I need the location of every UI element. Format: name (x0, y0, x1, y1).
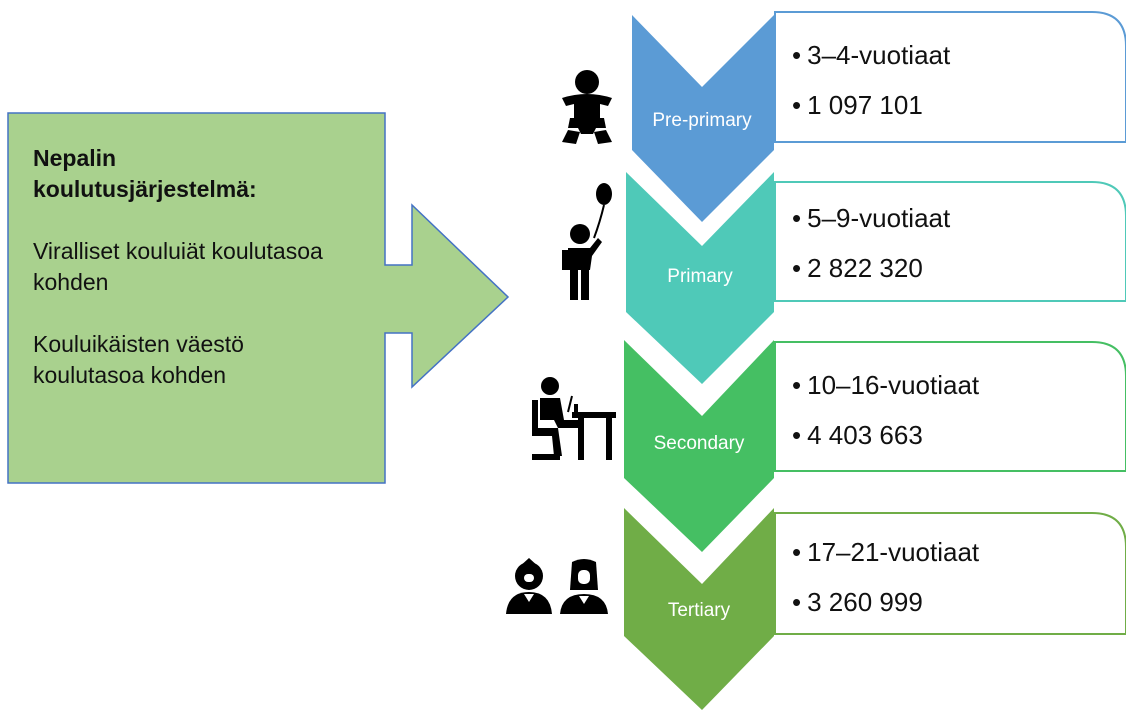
callout-text: Nepalin koulutusjärjestelmä: Viralliset … (33, 143, 333, 391)
population-count: 4 403 663 (792, 420, 979, 450)
callout-population: Kouluikäisten väestö koulutasoa kohden (33, 331, 244, 388)
level-label-primary: Primary (667, 266, 733, 287)
student-at-desk-icon (532, 377, 616, 460)
population-count: 3 260 999 (792, 587, 979, 617)
level-label-tertiary: Tertiary (667, 600, 731, 621)
info-list-primary: 5–9-vuotiaat 2 822 320 (792, 203, 950, 303)
info-list-pre-primary: 3–4-vuotiaat 1 097 101 (792, 40, 950, 140)
two-graduates-icon (506, 558, 608, 614)
chevron-tertiary (624, 508, 774, 710)
callout-official-ages: Viralliset kouluiät koulutasoa kohden (33, 238, 323, 295)
baby-icon (562, 70, 612, 144)
age-range: 3–4-vuotiaat (792, 40, 950, 70)
age-range: 5–9-vuotiaat (792, 203, 950, 233)
age-range: 10–16-vuotiaat (792, 370, 979, 400)
info-list-secondary: 10–16-vuotiaat 4 403 663 (792, 370, 979, 470)
callout-arrow (7, 112, 510, 484)
chevron-secondary (624, 340, 774, 552)
level-label-secondary: Secondary (653, 433, 745, 454)
population-count: 1 097 101 (792, 90, 950, 120)
population-count: 2 822 320 (792, 253, 950, 283)
level-label-pre-primary: Pre-primary (652, 110, 752, 131)
info-list-tertiary: 17–21-vuotiaat 3 260 999 (792, 537, 979, 637)
chevron-pre-primary (632, 15, 774, 222)
chevron-primary (626, 172, 774, 384)
callout-title: Nepalin koulutusjärjestelmä: (33, 145, 257, 202)
age-range: 17–21-vuotiaat (792, 537, 979, 567)
child-with-balloon-icon (562, 183, 612, 300)
